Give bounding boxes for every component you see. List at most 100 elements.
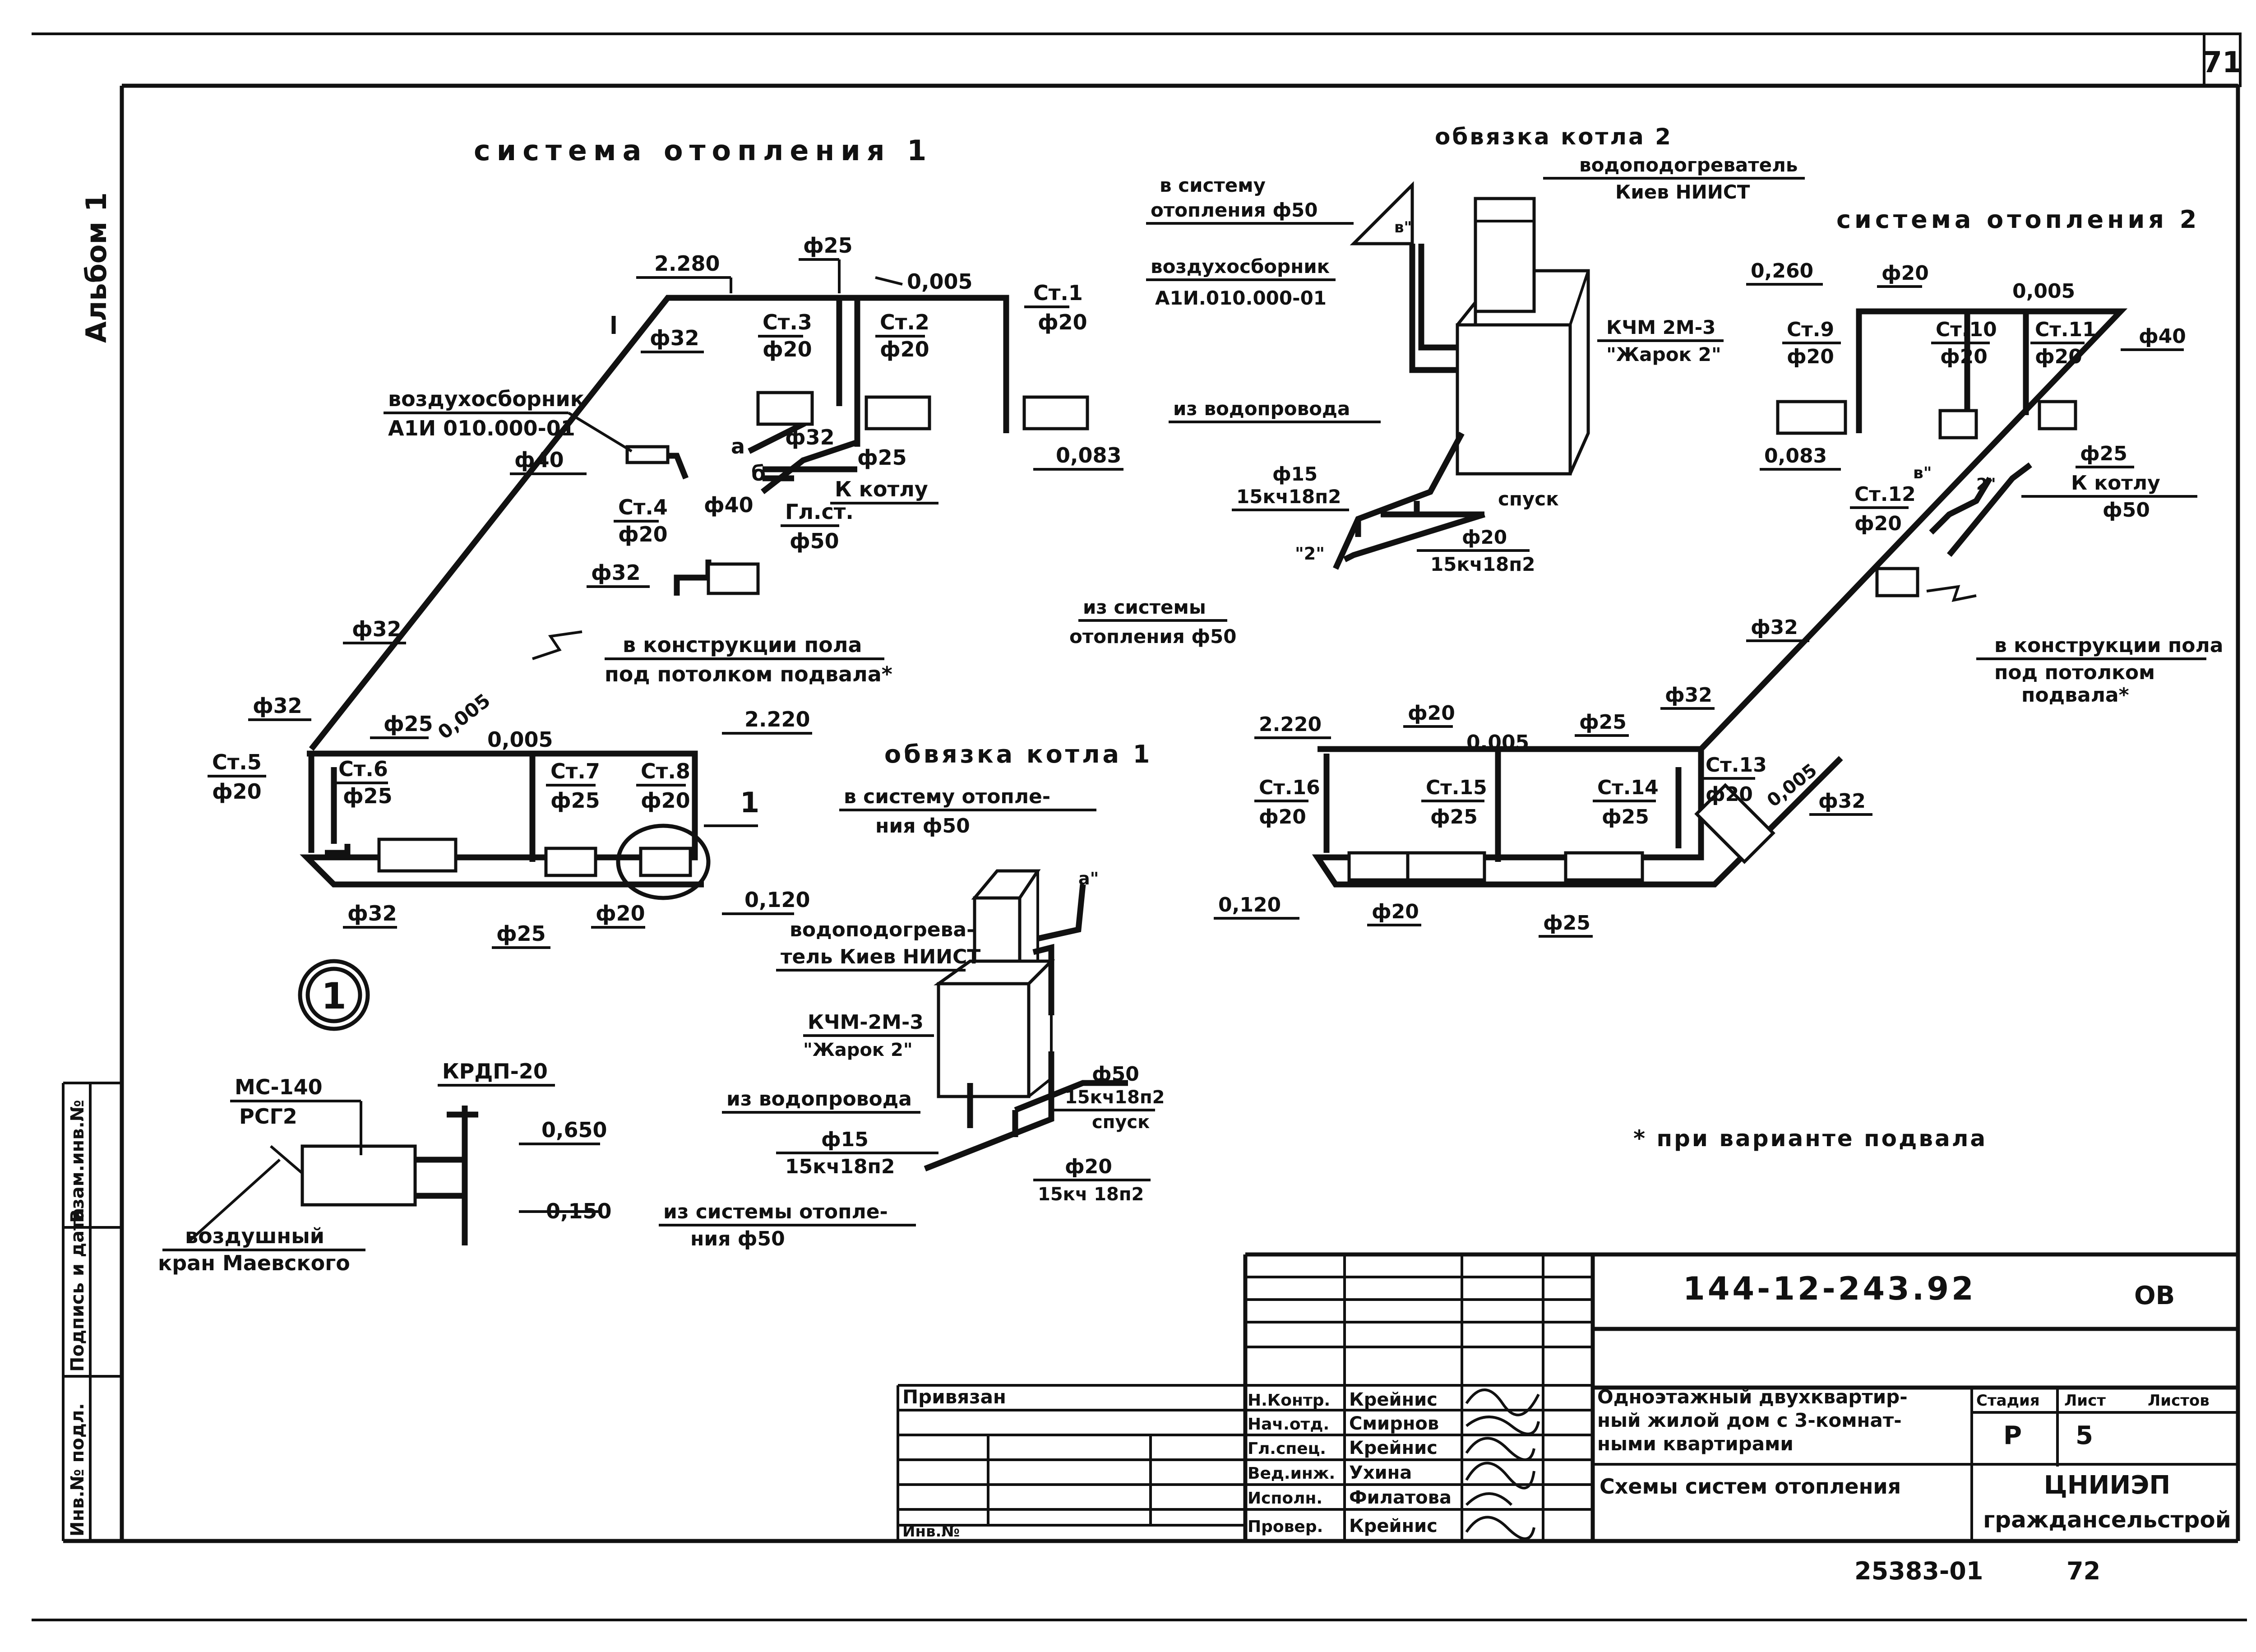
b2-point-2: "2" xyxy=(1295,544,1325,564)
b1-from-water: из водопровода xyxy=(726,1087,912,1111)
bottom-code: 25383-01 xyxy=(1854,1557,1983,1585)
s2-f25-top: ф25 xyxy=(1579,711,1627,734)
sheet-frame: 71 xyxy=(32,32,2247,1621)
b1-point-a: а" xyxy=(1078,869,1099,888)
s2-f25-bottom: ф25 xyxy=(1543,912,1590,935)
s2-to-boiler: К котлу xyxy=(2071,472,2160,495)
signatures-table: Н.Контр. Нач.отд. Гл.спец. Вед.инж. Испо… xyxy=(1248,1388,1540,1540)
col-stage: Стадия xyxy=(1976,1392,2040,1410)
b1-valve-f20: 15кч 18п2 xyxy=(1038,1184,1144,1205)
s2-slope-top: 0,005 xyxy=(2012,280,2075,303)
s2-f40: ф40 xyxy=(2139,325,2186,348)
s2-st9: Ст.9 xyxy=(1787,318,1834,341)
legend-krdp20: КРДП-20 xyxy=(442,1059,548,1083)
s1-f32-riser: ф32 xyxy=(591,560,641,585)
s2-st13-d: ф20 xyxy=(1706,783,1753,806)
project-title-1: Одноэтажный двухквартир- xyxy=(1597,1386,1908,1408)
b2-heating-f50: отопления ф50 xyxy=(1151,199,1318,221)
s1-f32-mid: ф32 xyxy=(785,425,835,449)
s1-f25-bottom: ф25 xyxy=(496,921,546,946)
s2-f50: ф50 xyxy=(2103,499,2150,522)
s2-st14-d: ф25 xyxy=(1602,805,1649,828)
s2-lvl-0120: 0,120 xyxy=(1218,893,1281,916)
detail-1-callout xyxy=(616,824,711,900)
s2-f20-bottom: ф20 xyxy=(1372,900,1419,923)
strip-signature-date: Подпись и дата xyxy=(67,1208,88,1372)
footnote: * при варианте подвала xyxy=(1633,1125,1987,1152)
b1-heater: водоподогрева- xyxy=(790,918,975,941)
s2-st14: Ст.14 xyxy=(1597,776,1659,799)
doc-code: 144-12-243.92 xyxy=(1683,1270,1976,1307)
title-block: 144-12-243.92 ОВ Привязан Инв.№ Н.Контр.… xyxy=(897,1252,2238,1541)
s1-callout-1: 1 xyxy=(740,786,759,819)
s2-f20-mid: ф20 xyxy=(1408,702,1455,725)
detail-legend: МС-140 РСГ2 КРДП-20 0,650 0,150 воздушны… xyxy=(158,1059,612,1275)
b1-drain: спуск xyxy=(1092,1112,1150,1133)
s1-in-floor: в конструкции пола xyxy=(623,633,862,657)
boiler-1-pipes xyxy=(924,884,1128,1172)
b2-heating-f50-bottom: отопления ф50 xyxy=(1069,625,1236,648)
legend-air-valve: воздушный xyxy=(185,1224,324,1248)
s1-f32-left: ф32 xyxy=(253,694,302,718)
s1-st3: Ст.3 xyxy=(763,310,812,334)
b1-f20: ф20 xyxy=(1065,1155,1112,1178)
s1-lvl-0120: 0,120 xyxy=(744,888,810,912)
strip-inv-podl: Инв.№ подл. xyxy=(67,1403,88,1536)
privyazan-label: Привязан xyxy=(902,1386,1006,1408)
s1-st5-d: ф20 xyxy=(212,779,262,804)
col-sheet: Лист xyxy=(2064,1392,2106,1410)
s2-st10: Ст.10 xyxy=(1936,318,1997,341)
b2-zharok: "Жарок 2" xyxy=(1606,343,1721,366)
s2-basement: подвала* xyxy=(2021,684,2129,707)
s1-lvl-2280: 2.280 xyxy=(654,251,720,276)
s1-f40-mid: ф40 xyxy=(704,493,754,517)
s2-st15-d: ф25 xyxy=(1430,805,1478,828)
sheet-title: Схемы систем отопления xyxy=(1600,1474,1901,1499)
name-3: Крейнис xyxy=(1349,1438,1438,1458)
b1-to-system: в систему отопле- xyxy=(844,785,1050,808)
s2-st12-d: ф20 xyxy=(1854,512,1902,535)
b2-point-v: в" xyxy=(1394,218,1412,236)
system-2-labels: 0,260 ф20 0,005 Ст.9 ф20 Ст.10 ф20 Ст.11… xyxy=(1214,259,2223,938)
s1-air-collector-code: А1И 010.000-01 xyxy=(388,416,575,440)
b2-valve-15: 15кч18п2 xyxy=(1236,486,1341,508)
doc-mark: ОВ xyxy=(2134,1281,2175,1310)
role-ispoln: Исполн. xyxy=(1248,1489,1322,1508)
b1-valve-15: 15кч18п2 xyxy=(1065,1087,1165,1108)
s1-st1-d: ф20 xyxy=(1038,310,1087,334)
b1-from-system: из системы отопле- xyxy=(663,1200,888,1223)
heating-system-2: система отопления 2 0,260 ф20 xyxy=(1214,205,2223,938)
boiler-2-title: обвязка котла 2 xyxy=(1435,124,1673,150)
s1-point-a: а xyxy=(731,434,745,458)
legend-mc140: МС-140 xyxy=(235,1075,323,1099)
s1-main-riser: Гл.ст. xyxy=(785,500,854,524)
s1-st2: Ст.2 xyxy=(880,310,929,334)
s2-point-2: 2" xyxy=(1976,475,1996,494)
org-name-1: ЦНИИЭП xyxy=(2044,1471,2171,1500)
detail-1-number: 1 xyxy=(321,975,347,1017)
s1-f32-diag: ф32 xyxy=(352,617,402,641)
s1-under-ceiling: под потолком подвала* xyxy=(605,662,892,686)
name-5: Филатова xyxy=(1349,1487,1452,1508)
b2-from-water: из водопровода xyxy=(1173,398,1350,420)
s1-st5: Ст.5 xyxy=(212,750,262,774)
b2-valve-20: 15кч18п2 xyxy=(1430,553,1535,575)
s1-main-riser-d: ф50 xyxy=(790,529,839,553)
s1-st6-d: ф25 xyxy=(343,784,393,808)
s1-f32-top: ф32 xyxy=(650,326,699,350)
b1-kchm: КЧМ-2М-3 xyxy=(808,1011,924,1034)
b2-f15: ф15 xyxy=(1272,463,1318,485)
b2-heater: водоподогреватель xyxy=(1579,154,1798,176)
b1-from-system-2: ния ф50 xyxy=(690,1227,785,1250)
boiler-2-pipes xyxy=(1333,244,1485,570)
s1-st8-d: ф20 xyxy=(641,788,690,813)
s1-f25-mid: ф25 xyxy=(857,445,907,470)
strip-zam-inv: Взам.инв.№ xyxy=(67,1100,88,1223)
s1-st2-d: ф20 xyxy=(880,337,929,361)
s1-slope-bottom: 0,005 xyxy=(487,727,553,752)
s1-f32-bottom: ф32 xyxy=(347,901,397,925)
s2-st16-d: ф20 xyxy=(1259,805,1306,828)
s2-st13: Ст.13 xyxy=(1706,754,1767,777)
s1-lvl-0083: 0,083 xyxy=(1056,443,1122,467)
